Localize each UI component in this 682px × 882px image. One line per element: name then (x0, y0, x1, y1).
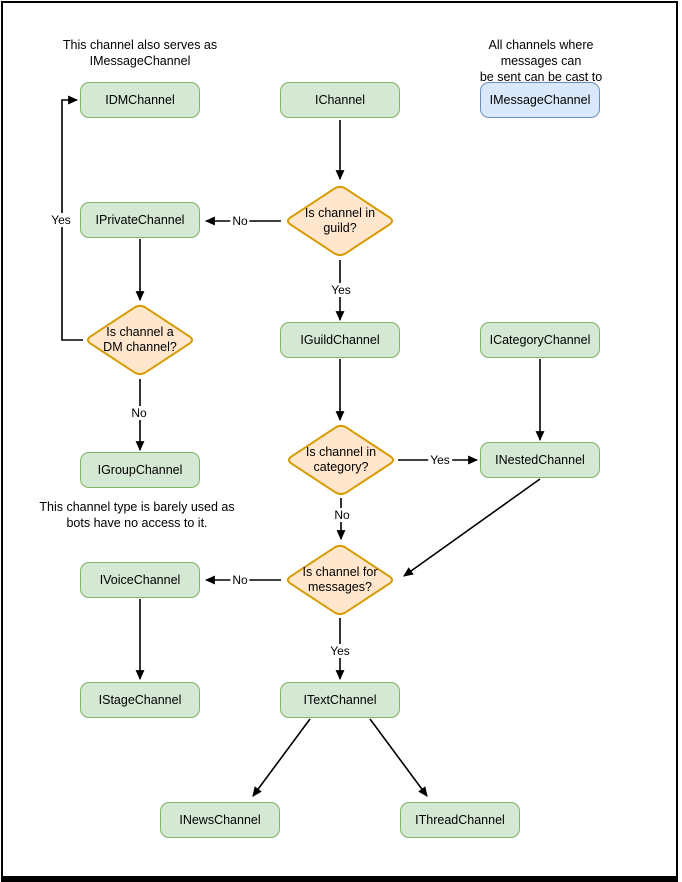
node-inestedchannel: INestedChannel (480, 442, 600, 478)
node-igroupchannel: IGroupChannel (80, 452, 200, 488)
edge-label-messages-no: No (230, 573, 250, 587)
node-iprivatechannel: IPrivateChannel (80, 202, 200, 238)
decision-label: Is channel a DM channel? (103, 325, 177, 354)
edge-label-category-yes: Yes (428, 453, 452, 467)
note-imessage-cast: All channels where messages can be sent … (479, 38, 603, 100)
edge-itext-to-inews (252, 718, 311, 797)
node-inewschannel: INewsChannel (160, 802, 280, 838)
diamond-shape (86, 304, 194, 376)
edge-label-dm-no: No (129, 406, 149, 420)
decision-label: Is channel for messages? (302, 565, 378, 594)
decision-is-channel-in-category: Is channel in category? (284, 422, 398, 498)
node-idmchannel: IDMChannel (80, 82, 200, 118)
edge-label-dm-yes: Yes (49, 213, 73, 227)
decision-is-channel-in-guild: Is channel in guild? (283, 183, 397, 259)
edge-label-guild-yes: Yes (329, 283, 353, 297)
note-igroup-barely-used: This channel type is barely used as bots… (39, 500, 235, 530)
diamond-shape (286, 544, 394, 616)
node-icategorychannel: ICategoryChannel (480, 322, 600, 358)
edge-label-messages-yes: Yes (328, 644, 352, 658)
edge-label-guild-no: No (230, 214, 250, 228)
node-ithreadchannel: IThreadChannel (400, 802, 520, 838)
edge-inested-to-messages-decision (403, 478, 541, 577)
decision-is-channel-a-dm: Is channel a DM channel? (83, 302, 197, 378)
node-iguildchannel: IGuildChannel (280, 322, 400, 358)
decision-is-channel-for-messages: Is channel for messages? (283, 542, 397, 618)
decision-label: Is channel in category? (305, 445, 377, 474)
edge-itext-to-ithread (369, 718, 428, 797)
node-ivoicechannel: IVoiceChannel (80, 562, 200, 598)
edge-label-category-no: No (332, 508, 352, 522)
diamond-shape (286, 185, 394, 257)
diamond-shape (287, 424, 395, 496)
node-istagechannel: IStageChannel (80, 682, 200, 718)
node-itextchannel: ITextChannel (280, 682, 400, 718)
node-imessagechannel: IMessageChannel (480, 82, 600, 118)
node-ichannel: IChannel (280, 82, 400, 118)
decision-label: Is channel in guild? (304, 206, 376, 235)
note-dm-serves-imessage: This channel also serves as IMessageChan… (62, 38, 218, 68)
